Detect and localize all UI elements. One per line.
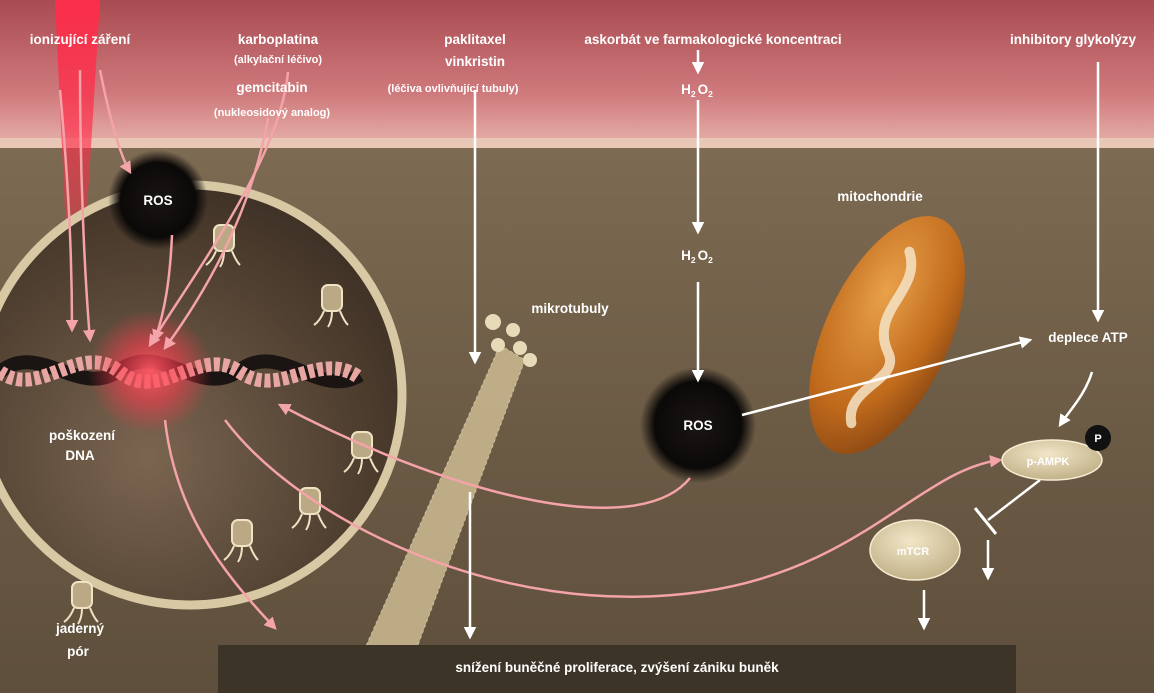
label-nuclear-pore-line2: pór bbox=[67, 644, 89, 659]
label-p-ampk: p-AMPK bbox=[1027, 456, 1070, 468]
label-carboplatin-class: (alkylační léčivo) bbox=[234, 54, 322, 66]
label-mitochondria: mitochondrie bbox=[837, 189, 923, 204]
membrane-band bbox=[0, 0, 1154, 145]
membrane-edge bbox=[0, 138, 1154, 148]
label-ionizing-radiation: ionizující záření bbox=[30, 32, 132, 47]
label-atp-depletion: deplece ATP bbox=[1048, 330, 1128, 345]
label-microtubules: mikrotubuly bbox=[531, 301, 609, 316]
label-carboplatin: karboplatina bbox=[238, 32, 319, 47]
label-tubule-drugs-class: (léčiva ovlivňující tubuly) bbox=[388, 83, 519, 95]
label-nuclear-pore-line1: jaderný bbox=[55, 621, 105, 636]
label-ros-center: ROS bbox=[683, 418, 712, 433]
label-mtcr: mTCR bbox=[897, 546, 929, 558]
label-dna-damage-line2: DNA bbox=[65, 448, 94, 463]
label-paclitaxel: paklitaxel bbox=[444, 32, 506, 47]
label-gemcitabine: gemcitabin bbox=[236, 80, 307, 95]
label-glycolysis-inhibitors: inhibitory glykolýzy bbox=[1010, 32, 1137, 47]
label-phospho: P bbox=[1094, 433, 1101, 445]
label-gemcitabine-class: (nukleosidový analog) bbox=[214, 107, 330, 119]
label-ascorbate: askorbát ve farmakologické koncentraci bbox=[584, 32, 841, 47]
label-ros-left: ROS bbox=[143, 193, 172, 208]
dna-damage-hotspot bbox=[88, 310, 212, 434]
label-outcome: snížení buněčné proliferace, zvýšení zán… bbox=[455, 660, 779, 675]
label-vincristine: vinkristin bbox=[445, 54, 505, 69]
label-dna-damage-line1: poškození bbox=[49, 428, 116, 443]
